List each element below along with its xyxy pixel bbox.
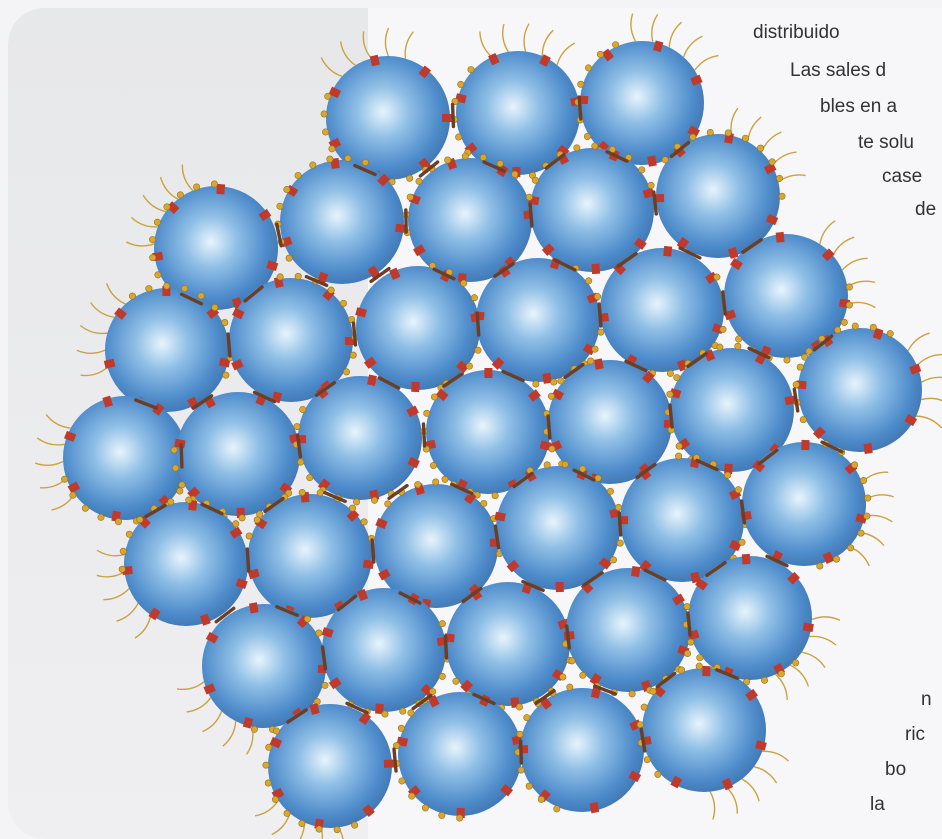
- kappa-casein-hair: [405, 32, 413, 59]
- kappa-casein-hair: [161, 177, 178, 199]
- kappa-casein-hair: [833, 237, 854, 255]
- phosphate-bridge: [453, 105, 454, 127]
- kappa-casein-hair: [126, 242, 154, 246]
- kappa-casein-hair: [809, 636, 836, 645]
- kappa-casein-hair: [812, 617, 840, 620]
- kappa-casein-hair: [321, 58, 342, 77]
- kappa-casein-hair: [103, 589, 129, 600]
- kappa-casein-hair: [908, 333, 930, 351]
- kappa-casein-hair: [77, 350, 105, 353]
- kappa-casein-hair: [385, 28, 388, 56]
- kappa-casein-hair: [652, 14, 658, 42]
- kappa-casein-hair: [542, 30, 553, 56]
- phosphate-bridge: [599, 304, 601, 326]
- kappa-casein-hair: [557, 43, 575, 65]
- kappa-casein-hair: [223, 721, 236, 746]
- phosphate-bridge: [530, 204, 532, 226]
- phosphate-bridge: [688, 613, 690, 635]
- kappa-casein-hair: [187, 698, 211, 712]
- submicelle-sphere: [393, 692, 523, 821]
- kappa-casein-hair: [921, 398, 942, 404]
- kappa-casein-hair: [143, 195, 166, 211]
- phosphate-bridge: [372, 540, 374, 562]
- phosphate-bridge: [654, 192, 656, 214]
- kappa-casein-hair: [631, 13, 636, 41]
- kappa-casein-hair: [182, 165, 192, 191]
- phosphate-bridge: [247, 549, 248, 571]
- kappa-casein-hair: [820, 221, 835, 244]
- kappa-casein-hair: [480, 31, 492, 56]
- phosphate-bridge: [445, 636, 446, 658]
- phosphate-bridge: [670, 405, 672, 427]
- phosphate-bridge: [477, 313, 478, 335]
- kappa-casein-hair: [37, 438, 64, 445]
- kappa-casein-hair: [802, 652, 825, 667]
- kappa-casein-hair: [107, 283, 126, 304]
- kappa-casein-hair: [731, 108, 738, 135]
- kappa-casein-hair: [341, 41, 356, 65]
- kappa-casein-hair: [524, 24, 529, 52]
- kappa-casein-hair: [790, 665, 808, 686]
- page-background: [8, 8, 942, 839]
- kappa-casein-hair: [80, 325, 107, 333]
- kappa-casein-hair: [695, 56, 719, 71]
- kappa-casein-hair: [91, 303, 115, 318]
- phosphate-bridge: [181, 445, 182, 467]
- kappa-casein-hair: [669, 22, 681, 47]
- kappa-casein-hair: [727, 788, 737, 814]
- kappa-casein-hair: [917, 355, 942, 366]
- phosphate-bridge: [423, 424, 424, 446]
- kappa-casein-hair: [742, 779, 759, 801]
- kappa-casein-hair: [116, 603, 138, 621]
- kappa-casein-hair: [135, 615, 151, 638]
- casein-micelle-illustration: [8, 8, 942, 839]
- kappa-casein-hair: [776, 674, 788, 699]
- submicelle-sphere: [355, 262, 485, 392]
- kappa-casein-hair: [97, 572, 125, 577]
- phosphate-bridge: [579, 97, 581, 119]
- phosphate-bridge: [353, 323, 355, 345]
- kappa-casein-hair: [710, 792, 715, 820]
- kappa-casein-hair: [81, 367, 108, 375]
- phosphate-bridge: [228, 334, 230, 356]
- kappa-casein-hair: [177, 682, 204, 690]
- kappa-casein-hair: [762, 751, 788, 761]
- kappa-casein-hair: [202, 711, 221, 731]
- kappa-casein-hair: [35, 462, 63, 466]
- kappa-casein-hair: [748, 117, 761, 142]
- phosphate-bridge: [521, 741, 522, 763]
- kappa-casein-hair: [842, 258, 867, 270]
- phosphate-bridge: [619, 513, 620, 535]
- kappa-casein-hair: [503, 24, 509, 52]
- phosphate-bridge: [548, 416, 550, 438]
- kappa-casein-hair: [131, 217, 157, 227]
- kappa-casein-hair: [772, 152, 796, 166]
- kappa-casein-hair: [363, 31, 371, 58]
- kappa-casein-hair: [46, 415, 71, 429]
- kappa-casein-hair: [754, 767, 777, 784]
- kappa-casein-hair: [684, 36, 703, 57]
- kappa-casein-hair: [922, 377, 942, 382]
- kappa-casein-hair: [916, 416, 941, 428]
- kappa-casein-hair: [762, 132, 782, 152]
- phosphate-bridge: [794, 389, 797, 411]
- phosphate-bridge: [394, 749, 396, 771]
